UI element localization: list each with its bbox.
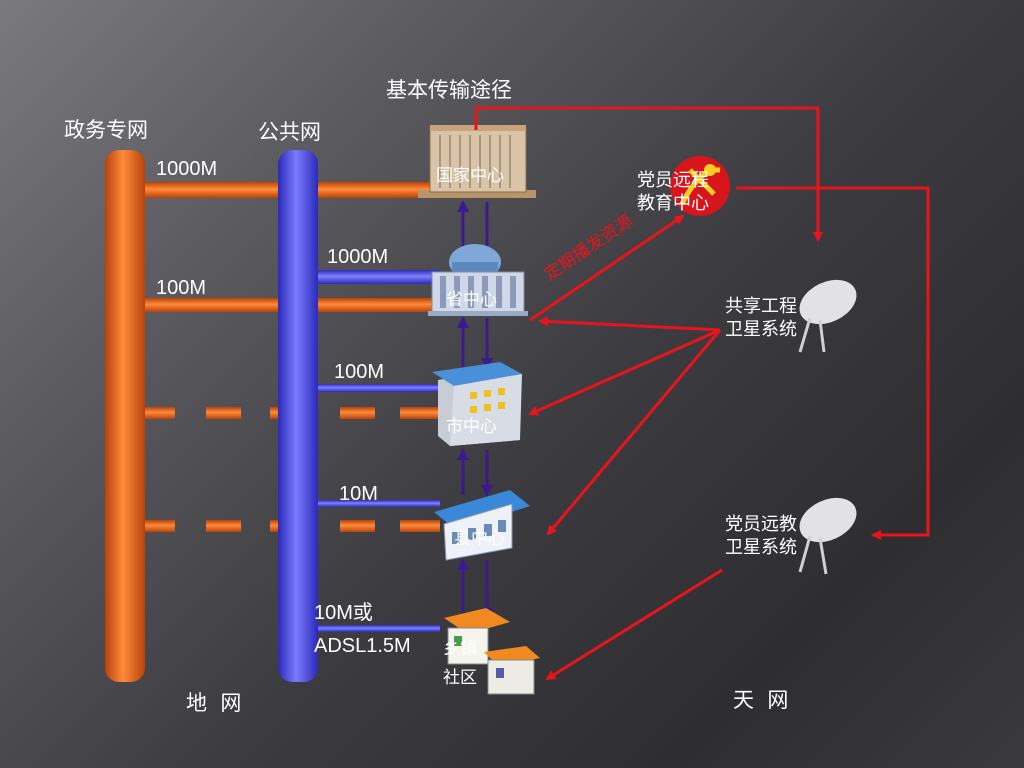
bandwidth-community-line2: ADSL1.5M [314, 635, 411, 657]
public-link-city [300, 384, 440, 392]
shared-satellite-line1: 共享工程 [725, 296, 797, 317]
province-center-label: 省中心 [446, 290, 497, 310]
party-satellite-label: 党员远教 卫星系统 [725, 514, 797, 559]
public-link-county [300, 500, 440, 507]
county-center-icon [434, 490, 530, 561]
community-label-line2: 社区 [443, 668, 477, 688]
diagram-title: 基本传输途径 [386, 78, 512, 102]
province-center-icon [428, 244, 528, 316]
party-satellite-to-community-arrow [545, 568, 723, 681]
shared-satellite-line2: 卫星系统 [725, 318, 797, 340]
province-to-party-center-arrow [529, 214, 685, 322]
public-link-community [300, 625, 440, 632]
bandwidth-national-gov: 1000M [156, 158, 218, 180]
gov-network-label: 政务专网 [64, 118, 148, 142]
sky-network-label: 天 网 [733, 688, 789, 712]
shared-satellite-label: 共享工程 卫星系统 [725, 296, 797, 341]
city-center-icon [432, 362, 522, 446]
party-satellite-line2: 卫星系统 [725, 536, 797, 558]
bandwidth-county-public: 10M [339, 483, 378, 505]
shared-satellite-dish-icon [798, 279, 857, 353]
bandwidth-province-gov: 100M [156, 277, 207, 299]
public-backbone-pipe [278, 150, 318, 682]
bandwidth-community-line1: 10M或 [314, 602, 373, 624]
shared-satellite-to-province-arrow [538, 316, 721, 332]
satellite-arrows [474, 106, 930, 681]
party-center-to-party-satellite-arrow [736, 186, 930, 540]
city-center-label: 市中心 [446, 417, 497, 437]
shared-satellite-to-county-arrow [546, 329, 722, 536]
party-edu-center-line2: 教育中心 [637, 192, 709, 214]
level-arrows [457, 200, 493, 620]
party-edu-center-label: 党员远程 教育中心 [637, 170, 709, 215]
community-icon [444, 608, 540, 695]
gov-link-city-dashed [140, 407, 440, 419]
bandwidth-city-public: 100M [334, 361, 385, 383]
ground-network-label: 地 网 [186, 691, 242, 715]
bandwidth-province-public: 1000M [327, 246, 389, 268]
party-edu-center-line1: 党员远程 [637, 170, 709, 191]
public-links [300, 270, 440, 632]
national-to-shared-satellite-arrow [474, 106, 823, 242]
national-center-label: 国家中心 [436, 166, 504, 186]
county-center-label: 县中心 [454, 529, 505, 549]
public-link-province [300, 270, 440, 284]
national-center-icon [418, 125, 536, 198]
party-satellite-dish-icon [798, 497, 857, 575]
party-satellite-line1: 党员远教 [725, 514, 797, 535]
shared-satellite-to-city-arrow [528, 328, 721, 416]
party-emblem-icon [670, 156, 730, 216]
gov-backbone-pipe [105, 150, 145, 682]
gov-links [140, 182, 440, 532]
community-label-line1: 乡镇 [443, 639, 477, 659]
public-network-label: 公共网 [258, 120, 321, 144]
